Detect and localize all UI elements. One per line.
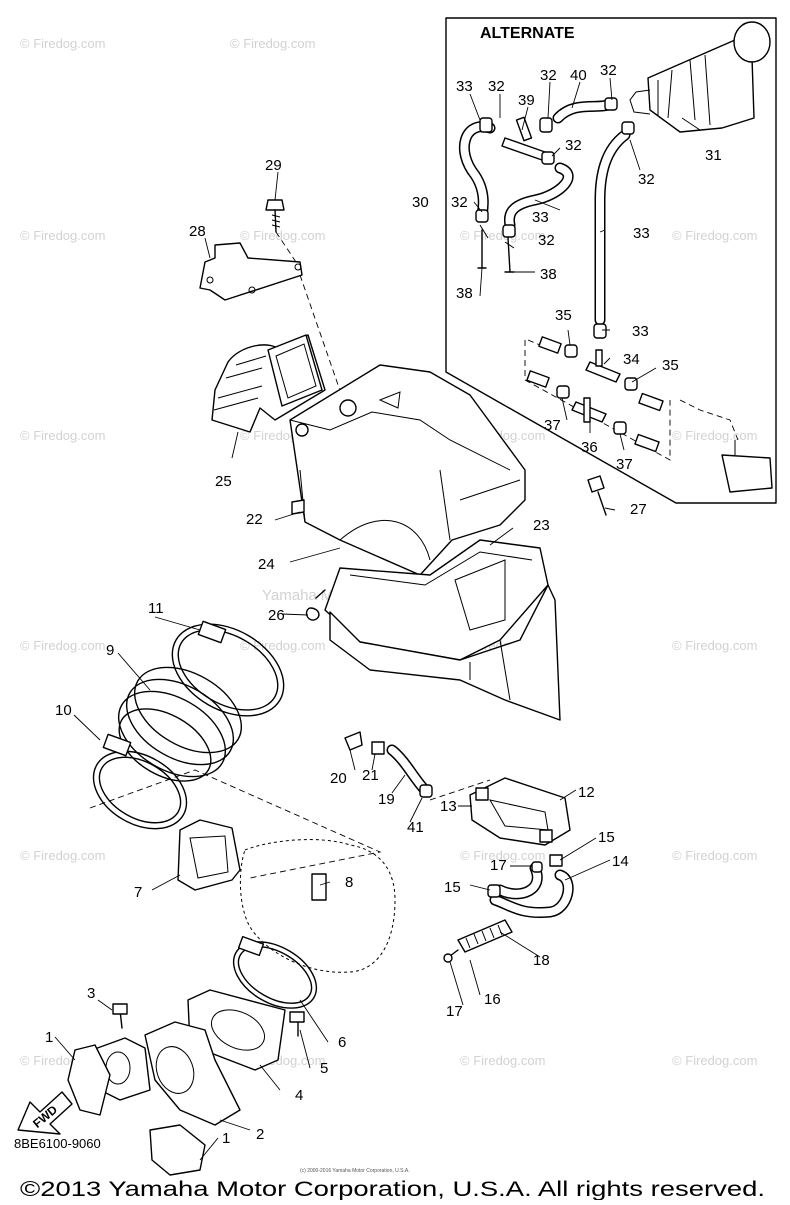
callout-label: 35: [662, 357, 679, 374]
intake-duct-25: [211, 334, 326, 433]
callout-label: 31: [705, 147, 722, 164]
airbox-upper-22: [289, 364, 526, 576]
clamps-and-joint: [89, 620, 382, 879]
callout-label: 14: [612, 853, 629, 870]
manifold-assembly: [67, 935, 318, 1176]
watermark: © Firedog.com: [460, 848, 545, 863]
callout-label: 33: [456, 78, 473, 95]
callout-label: 32: [540, 67, 557, 84]
callout-label: 32: [451, 194, 468, 211]
watermark: © Firedog.com: [460, 1053, 545, 1068]
fuel-pump-assembly: [344, 731, 574, 963]
callout-label: 15: [598, 829, 615, 846]
watermark: © Firedog.com: [20, 848, 105, 863]
callout-label: 36: [581, 439, 598, 456]
callout-label: 33: [632, 323, 649, 340]
callout-label: 22: [246, 511, 263, 528]
screws: [305, 475, 607, 621]
watermark: © Firedog.com: [672, 638, 757, 653]
callout-label: 10: [55, 702, 72, 719]
copyright-notice: ©2013 Yamaha Motor Corporation, U.S.A. A…: [20, 1178, 765, 1200]
watermark: © Firedog.com: [20, 638, 105, 653]
callout-label: 20: [330, 770, 347, 787]
callout-label: 18: [533, 952, 550, 969]
callout-label: 15: [444, 879, 461, 896]
callout-label: 32: [600, 62, 617, 79]
callout-label: 8: [345, 874, 353, 891]
callout-label: 11: [148, 600, 164, 617]
callout-label: 32: [538, 232, 555, 249]
alternate-hoses: [458, 97, 635, 339]
callout-labels: 1 1 2 3 4 5 6 7 8 9 10 11 12 13 14 15 15…: [45, 62, 722, 1147]
callout-label: 16: [484, 991, 501, 1008]
callout-label: 32: [638, 171, 655, 188]
callout-label: 28: [189, 223, 206, 240]
alternate-box: ALTERNATE: [445, 17, 777, 504]
tee-fittings: [524, 336, 773, 493]
callout-label: 29: [265, 157, 282, 174]
callout-label: 32: [565, 137, 582, 154]
callout-label: 24: [258, 556, 275, 573]
callout-label: 34: [623, 351, 640, 368]
watermark: © Firedog.com: [672, 848, 757, 863]
tiny-footer: (c) 2000-2016 Yamaha Motor Corporation, …: [300, 1168, 410, 1174]
fuel-cock: [629, 21, 771, 133]
callout-label: 26: [268, 607, 285, 624]
callout-label: 35: [555, 307, 572, 324]
watermark: © Firedog.com: [240, 228, 325, 243]
leader-lines: [54, 77, 701, 1161]
bracket-28: [199, 199, 346, 406]
callout-label: 38: [456, 285, 473, 302]
fwd-arrow-icon: FWD: [17, 1091, 73, 1135]
callout-label: 30: [412, 194, 429, 211]
reed-and-engine: [177, 819, 396, 973]
callout-label: 37: [544, 417, 561, 434]
watermark: © Firedog.com: [20, 428, 105, 443]
callout-label: 41: [407, 819, 424, 836]
diagram-code: 8BE6100-9060: [14, 1136, 101, 1151]
callout-label: 37: [616, 456, 633, 473]
callout-label: 19: [378, 791, 395, 808]
watermark: © Firedog.com: [240, 638, 325, 653]
callout-label: 32: [488, 78, 505, 95]
callout-label: 13: [440, 798, 457, 815]
callout-label: 3: [87, 985, 95, 1002]
watermark: © Firedog.com: [20, 228, 105, 243]
callout-label: 2: [256, 1126, 264, 1143]
callout-label: 33: [532, 209, 549, 226]
callout-label: 27: [630, 501, 647, 518]
callout-label: 12: [578, 784, 595, 801]
callout-label: 9: [106, 642, 114, 659]
callout-label: 23: [533, 517, 550, 534]
watermark: © Firedog.com: [20, 36, 105, 51]
callout-label: 17: [490, 857, 507, 874]
watermark: © Firedog.com: [230, 36, 315, 51]
callout-label: 21: [362, 767, 379, 784]
callout-label: 38: [540, 266, 557, 283]
watermark: © Firedog.com: [672, 228, 757, 243]
callout-label: 25: [215, 473, 232, 490]
callout-label: 1: [222, 1130, 230, 1147]
callout-label: 33: [633, 225, 650, 242]
callout-label: 6: [338, 1034, 346, 1051]
callout-label: 39: [518, 92, 535, 109]
callout-label: 4: [295, 1087, 303, 1104]
callout-label: 5: [320, 1060, 328, 1077]
watermark: © Firedog.com: [672, 1053, 757, 1068]
callout-label: 7: [134, 884, 142, 901]
callout-label: 17: [446, 1003, 463, 1020]
callout-label: 1: [45, 1029, 53, 1046]
airbox-lower-24: [324, 539, 561, 721]
watermark: © Firedog.com: [672, 428, 757, 443]
callout-label: 40: [570, 67, 587, 84]
alternate-title: ALTERNATE: [480, 25, 575, 42]
